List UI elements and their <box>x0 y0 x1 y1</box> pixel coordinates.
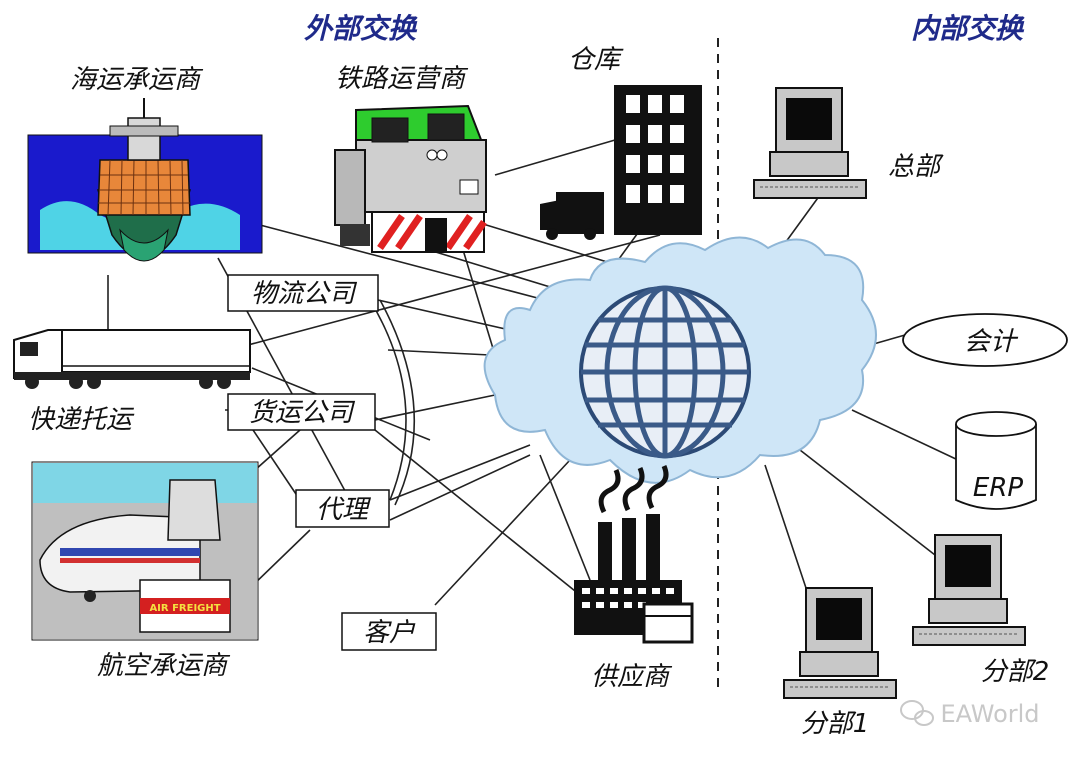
external-exchange-header: 外部交换 <box>304 12 418 45</box>
logistics-label: 物流公司 <box>251 279 358 309</box>
wechat-icon <box>900 700 934 726</box>
factory-picture <box>574 465 694 644</box>
truck-picture <box>13 329 251 389</box>
air-carrier-label: 航空承运商 <box>97 651 231 681</box>
accounting-label: 会计 <box>964 327 1019 357</box>
globe-icon <box>579 285 751 459</box>
airplane-picture: AIR FREIGHT <box>31 461 259 641</box>
accounting-node <box>902 313 1068 367</box>
freight-box <box>227 393 376 431</box>
courier-label: 快递托运 <box>28 405 135 435</box>
air-freight-text: AIR FREIGHT <box>149 603 220 614</box>
agent-box <box>295 489 390 528</box>
supplier-label: 供应商 <box>591 662 673 692</box>
train-picture <box>334 104 487 253</box>
agent-label: 代理 <box>316 495 372 525</box>
erp-label: ERP <box>973 473 1023 503</box>
branch1-label: 分部1 <box>801 709 870 739</box>
warehouse-picture <box>540 85 702 240</box>
freight-label: 货运公司 <box>249 398 356 428</box>
warehouse-label: 仓库 <box>568 45 624 75</box>
hq-computer-icon <box>753 87 867 199</box>
ship-carrier-label: 海运承运商 <box>70 65 204 95</box>
rail-operator-label: 铁路运营商 <box>335 64 469 94</box>
connection-lines <box>107 139 959 606</box>
customer-box <box>341 612 437 651</box>
erp-database-icon <box>955 411 1037 510</box>
branch2-computer-icon <box>912 534 1026 646</box>
branch2-label: 分部2 <box>981 657 1050 687</box>
ship-picture <box>27 98 263 262</box>
customer-label: 客户 <box>363 618 416 648</box>
internal-exchange-header: 内部交换 <box>911 12 1025 45</box>
watermark-text: EAWorld <box>940 700 1039 728</box>
branch1-computer-icon <box>783 587 897 699</box>
logistics-box <box>227 274 379 312</box>
hq-label: 总部 <box>888 152 944 182</box>
